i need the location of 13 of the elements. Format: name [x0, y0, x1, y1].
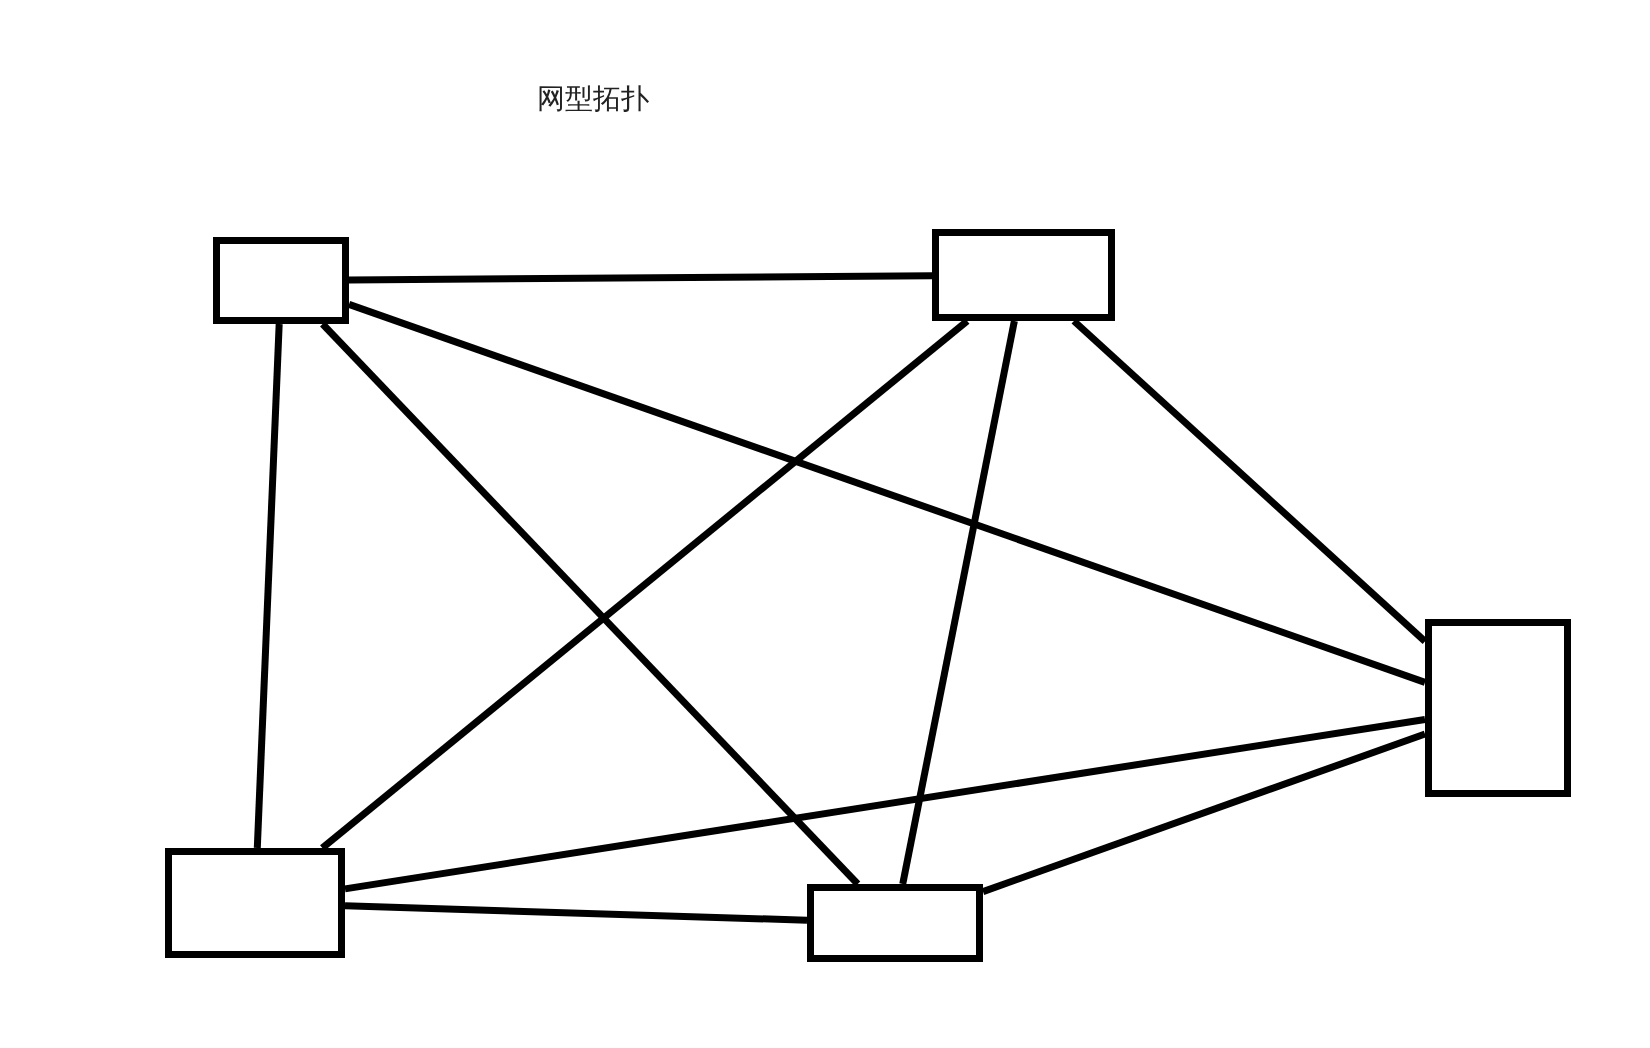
connector-line	[253, 323, 283, 849]
diagram-title: 网型拓扑	[537, 81, 649, 117]
node-box	[165, 848, 345, 958]
node-box	[932, 229, 1115, 321]
connector-line	[899, 320, 1018, 885]
node-box	[1425, 619, 1571, 797]
connector-line	[344, 902, 808, 924]
node-box	[213, 237, 349, 324]
connector-line	[981, 730, 1427, 895]
connector-line	[347, 301, 1427, 686]
node-box	[807, 884, 983, 962]
connector-line	[348, 272, 933, 284]
connector-line	[344, 716, 1426, 893]
